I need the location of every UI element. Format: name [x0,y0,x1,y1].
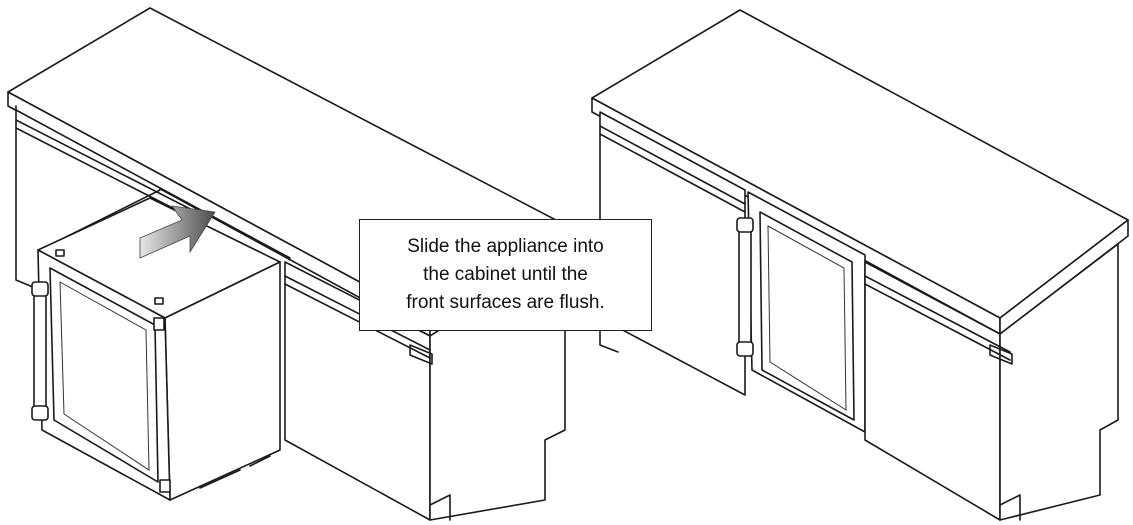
callout-line-2: the cabinet until the [423,264,588,285]
right-scene [591,9,1129,521]
appliance-unit [31,197,281,501]
instruction-callout: Slide the appliance into the cabinet unt… [359,219,652,331]
hinge-bottom-icon [159,479,171,493]
hinge-top-icon [153,317,165,331]
callout-line-3: front surfaces are flush. [406,292,605,313]
callout-line-1: Slide the appliance into [407,236,604,257]
right-countertop [591,9,1129,335]
appliance-handle [31,281,49,421]
right-cabinet-right-section [864,243,1119,521]
installed-appliance [736,191,866,433]
slide-direction-arrow-icon [139,205,216,259]
left-opening-top-edge [159,187,291,259]
installed-appliance-handle [736,217,754,357]
